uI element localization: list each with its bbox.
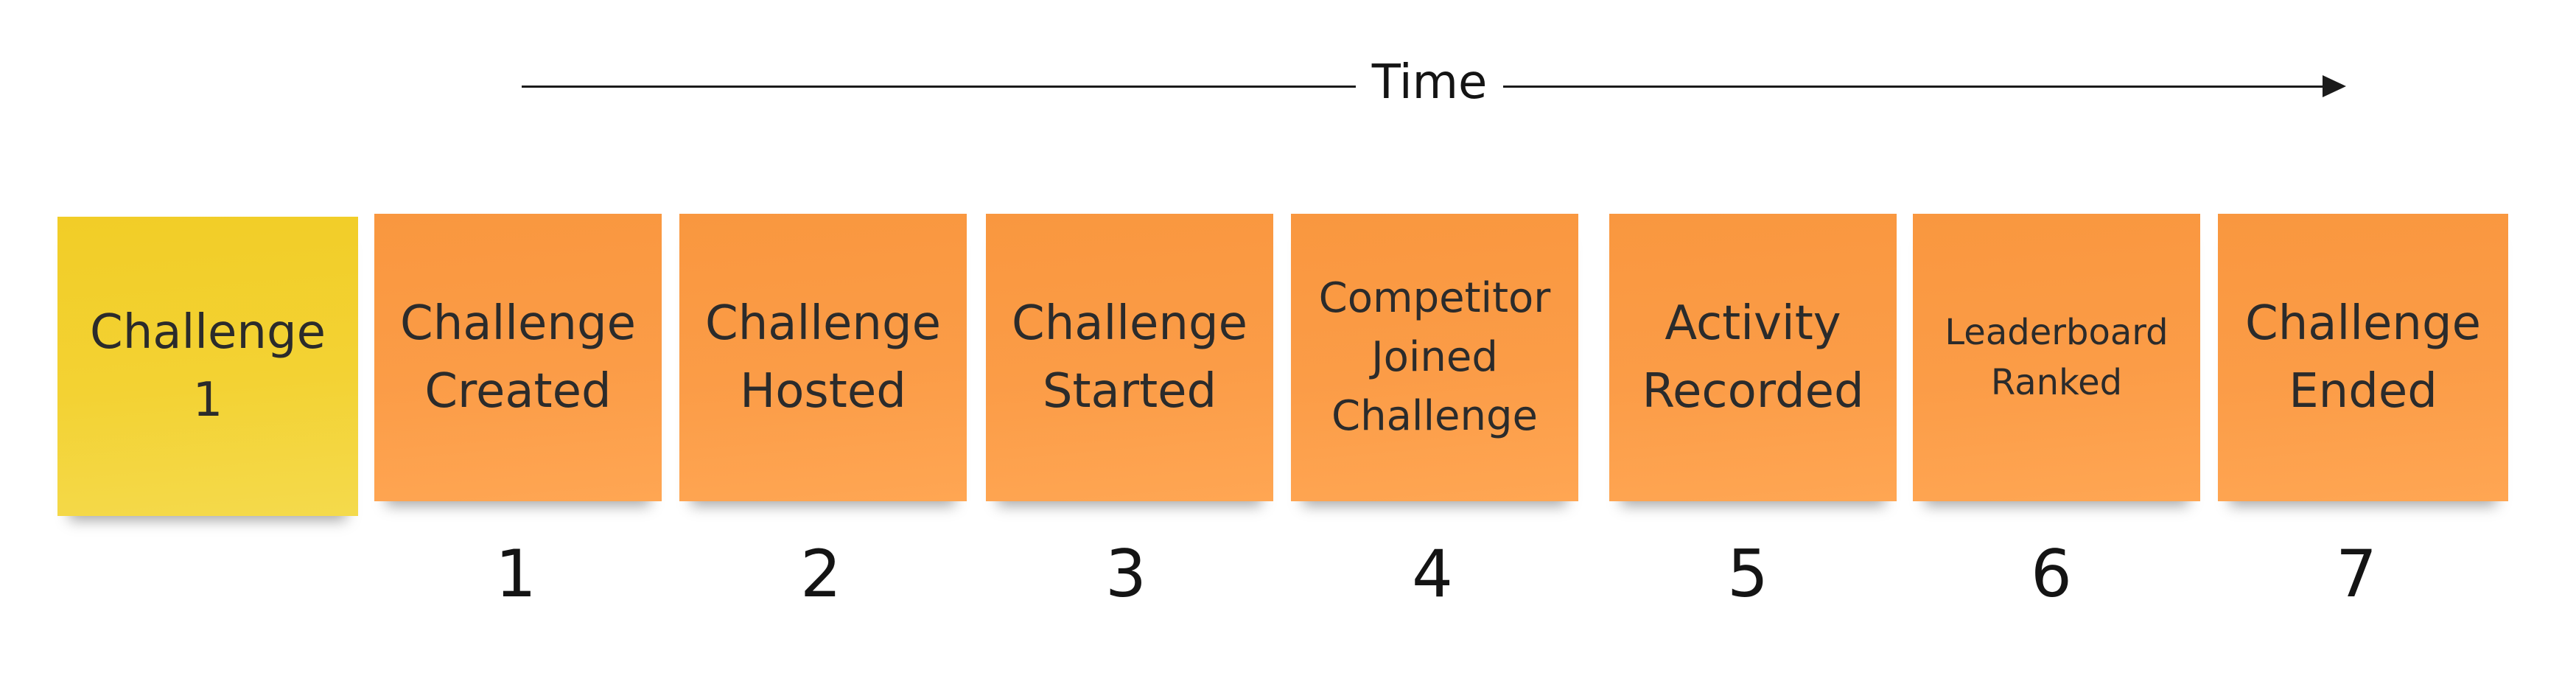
time-label: Time bbox=[1371, 55, 1488, 110]
event-sticky-note-3[interactable]: Challenge Started bbox=[986, 214, 1273, 501]
time-axis: Time bbox=[0, 0, 2576, 177]
aggregate-label: Challenge 1 bbox=[90, 305, 326, 428]
event-sticky-note-1[interactable]: Challenge Created bbox=[374, 214, 662, 501]
event-sticky-note-5[interactable]: Activity Recorded bbox=[1609, 214, 1897, 501]
step-number-6: 6 bbox=[2031, 536, 2072, 612]
event-sticky-note-4[interactable]: Competitor Joined Challenge bbox=[1291, 214, 1578, 501]
event-label: Challenge Hosted bbox=[705, 296, 941, 419]
event-label: Challenge Created bbox=[400, 296, 636, 419]
event-label: Competitor Joined Challenge bbox=[1318, 274, 1551, 440]
event-sticky-note-6[interactable]: Leaderboard Ranked bbox=[1913, 214, 2200, 501]
event-sticky-note-2[interactable]: Challenge Hosted bbox=[679, 214, 967, 501]
step-number-3: 3 bbox=[1105, 536, 1147, 612]
step-number-4: 4 bbox=[1412, 536, 1453, 612]
step-number-2: 2 bbox=[800, 536, 841, 612]
aggregate-sticky-note[interactable]: Challenge 1 bbox=[57, 217, 358, 516]
event-sticky-note-7[interactable]: Challenge Ended bbox=[2218, 214, 2508, 501]
event-label: Challenge Ended bbox=[2245, 296, 2481, 419]
step-number-1: 1 bbox=[495, 536, 536, 612]
event-label: Activity Recorded bbox=[1642, 296, 1864, 419]
step-number-7: 7 bbox=[2336, 536, 2377, 612]
time-arrowhead-icon bbox=[2323, 75, 2346, 97]
event-label: Leaderboard Ranked bbox=[1945, 312, 2169, 403]
time-arrow-line-right bbox=[1503, 86, 2327, 88]
event-label: Challenge Started bbox=[1012, 296, 1247, 419]
step-number-5: 5 bbox=[1727, 536, 1768, 612]
time-arrow-line-left bbox=[522, 86, 1356, 88]
